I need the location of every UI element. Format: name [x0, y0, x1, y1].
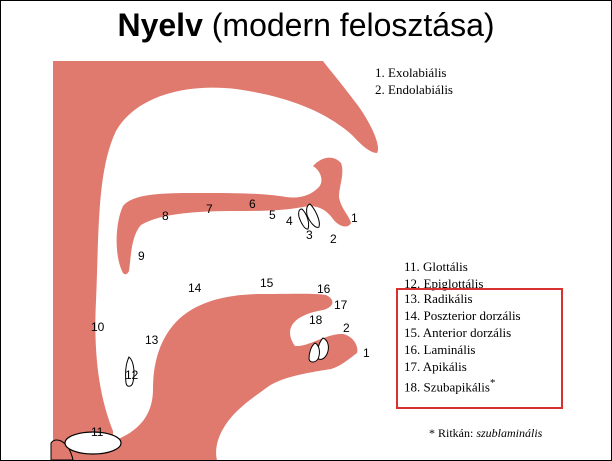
legend-item: 16. Laminális	[404, 341, 521, 358]
label-upper-4: 4	[286, 214, 293, 228]
legend-item-last: 18. Szubapikális*	[404, 375, 521, 395]
label-upper-2: 2	[330, 232, 337, 246]
label-10: 10	[91, 320, 105, 334]
label-17: 17	[334, 298, 348, 312]
label-14: 14	[188, 281, 202, 295]
label-upper-7: 7	[206, 202, 213, 216]
label-12: 12	[125, 368, 139, 382]
label-upper-6: 6	[249, 197, 256, 211]
legend-item-text: 18. Szubapikális	[404, 379, 490, 394]
label-lower-2: 2	[343, 321, 350, 335]
legend-item: 2. Endolabiális	[375, 81, 453, 98]
legend-item: 15. Anterior dorzális	[404, 324, 521, 341]
label-11: 11	[91, 425, 104, 439]
footnote-prefix: * Ritkán:	[429, 426, 476, 440]
label-16: 16	[317, 282, 331, 296]
label-upper-8: 8	[162, 209, 169, 223]
legend-item: 13. Radikális	[404, 290, 521, 307]
label-upper-9: 9	[138, 249, 145, 263]
legend-glottal: 11. Glottális 12. Epiglottális	[404, 258, 483, 292]
legend-item: 14. Poszterior dorzális	[404, 307, 521, 324]
label-upper-3: 3	[306, 228, 313, 242]
label-lower-1: 1	[363, 346, 370, 360]
legend-labial: 1. Exolabiális 2. Endolabiális	[375, 64, 453, 98]
legend-tongue-parts: 13. Radikális 14. Poszterior dorzális 15…	[404, 290, 521, 395]
legend-item: 11. Glottális	[404, 258, 483, 275]
footnote: * Ritkán: szublaminális	[429, 426, 542, 441]
label-upper-5: 5	[269, 208, 276, 222]
label-18: 18	[309, 313, 323, 327]
label-13: 13	[145, 333, 159, 347]
legend-item: 1. Exolabiális	[375, 64, 453, 81]
label-upper-1: 1	[351, 211, 358, 225]
footnote-term: szublaminális	[476, 426, 542, 440]
label-15: 15	[260, 276, 274, 290]
asterisk-mark: *	[490, 377, 495, 389]
legend-item: 17. Apikális	[404, 358, 521, 375]
